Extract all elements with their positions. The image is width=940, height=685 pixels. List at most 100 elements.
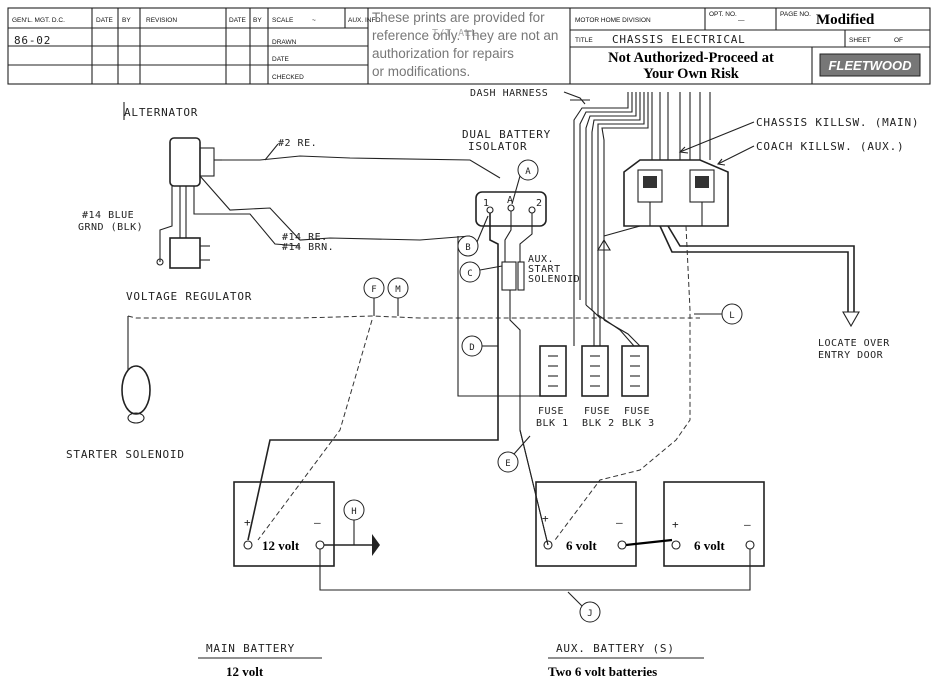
fuse-blk-3-label-2: BLK 3 xyxy=(622,418,655,429)
wire-2-re-label: #2 RE. xyxy=(278,138,317,149)
isolator-label-1: DUAL BATTERY xyxy=(462,128,551,141)
svg-text:C: C xyxy=(467,269,472,279)
callout-j: J xyxy=(567,591,601,623)
dash-harness-bundle xyxy=(573,92,711,320)
alternator xyxy=(169,137,222,187)
voltage-regulator-label: VOLTAGE REGULATOR xyxy=(126,290,252,303)
main-battery-minus: – xyxy=(314,516,321,529)
svg-text:H: H xyxy=(351,507,356,517)
callout-e: E xyxy=(497,435,531,473)
svg-text:B: B xyxy=(465,243,470,253)
of-label: OF xyxy=(894,37,903,44)
date-handwritten: 86-02 xyxy=(14,34,51,47)
starter-solenoid-label: STARTER SOLENOID xyxy=(66,448,185,461)
date-label: DATE xyxy=(272,56,290,63)
aux-start-label-2: START xyxy=(528,264,561,275)
wire-14-brn-label: #14 BRN. xyxy=(282,242,334,253)
scale-label: SCALE xyxy=(272,17,294,24)
coach-kill-label: COACH KILLSW. (AUX.) xyxy=(756,140,904,153)
fuse-block-2 xyxy=(581,345,609,397)
wire-grnd-label: GRND (BLK) xyxy=(78,222,143,233)
main-battery-volt: 12 volt xyxy=(262,538,300,553)
main-battery-label: MAIN BATTERY xyxy=(206,642,295,655)
isolator-terminal-a: A xyxy=(507,195,514,206)
date-col-label: DATE xyxy=(96,17,114,24)
svg-text:L: L xyxy=(729,311,734,321)
starter-solenoid xyxy=(121,365,151,424)
scale-value: ~ xyxy=(312,17,316,24)
fuse-blk-1-label-2: BLK 1 xyxy=(536,418,569,429)
fuse-blk-2-label-1: FUSE xyxy=(584,406,610,417)
title-block: GEN'L. MGT. D.C. 86-02 DATE BY REVISION … xyxy=(7,7,931,85)
gen-mgr-label: GEN'L. MGT. D.C. xyxy=(12,17,65,24)
title-value: CHASSIS ELECTRICAL xyxy=(612,33,746,46)
kill-switch-block xyxy=(623,159,729,227)
checked-label: CHECKED xyxy=(272,74,304,81)
dash-harness-label: DASH HARNESS xyxy=(470,88,548,99)
aux-battery-2-minus: – xyxy=(744,518,751,531)
wire-14-re-label: #14 RE. xyxy=(282,232,328,243)
title-label: TITLE xyxy=(575,37,593,44)
aux-battery-label: AUX. BATTERY (S) xyxy=(556,642,675,655)
division-label: MOTOR HOME DIVISION xyxy=(575,17,651,24)
date-col-label-2: DATE xyxy=(229,17,247,24)
aux-battery-link xyxy=(625,538,673,547)
aux-start-solenoid xyxy=(501,261,525,291)
fuse-blk-1-label-1: FUSE xyxy=(538,406,564,417)
aux-battery-2-plus: + xyxy=(672,518,679,531)
fuse-blk-2-label-2: BLK 2 xyxy=(582,418,615,429)
voltage-regulator xyxy=(156,237,210,269)
disclaimer-text: These prints are provided for reference … xyxy=(372,10,562,79)
aux-battery-2-volt: 6 volt xyxy=(694,538,725,553)
aux-start-label-1: AUX. xyxy=(528,254,554,265)
sheet-label: SHEET xyxy=(849,37,871,44)
chassis-kill-label: CHASSIS KILLSW. (MAIN) xyxy=(756,116,919,129)
brand-logo: FLEETWOOD xyxy=(828,58,912,73)
callout-b: B xyxy=(457,215,489,257)
svg-text:A: A xyxy=(525,167,531,177)
aux-battery-1-plus: + xyxy=(542,512,549,525)
isolator-terminal-1: 1 xyxy=(483,198,490,209)
modified-label: Modified xyxy=(816,12,875,28)
svg-text:J: J xyxy=(587,609,592,619)
brand-logo-box xyxy=(819,53,921,77)
fuse-block-1 xyxy=(539,345,567,397)
page-no-label: PAGE NO. xyxy=(780,11,811,18)
wire-14-blue-label: #14 BLUE xyxy=(82,210,134,221)
callout-h: H xyxy=(343,499,365,545)
aux-info-label: AUX. INFO xyxy=(348,17,381,24)
aux-battery-desc-label: Two 6 volt batteries xyxy=(548,664,657,679)
by-col-label: BY xyxy=(122,17,131,24)
main-battery-volt-label: 12 volt xyxy=(226,664,264,679)
drawn-label: DRAWN xyxy=(272,39,297,46)
svg-text:D: D xyxy=(469,343,474,353)
entry-door-cable xyxy=(597,225,860,328)
isolator-terminal-2: 2 xyxy=(536,198,543,209)
alternator-label: ALTERNATOR xyxy=(124,106,198,119)
revision-col-label: REVISION xyxy=(146,17,177,24)
svg-text:E: E xyxy=(505,459,510,469)
callout-a: A xyxy=(511,159,539,205)
fuse-block-3 xyxy=(621,345,649,397)
callout-f: F xyxy=(363,277,385,316)
opt-no-value: — xyxy=(738,17,745,24)
ground-symbol xyxy=(372,534,380,556)
aux-battery-1 xyxy=(535,481,637,567)
warning-line-1: Not Authorized-Proceed at xyxy=(608,50,774,66)
callout-m: M xyxy=(387,277,409,316)
fuse-blk-3-label-1: FUSE xyxy=(624,406,650,417)
aux-battery-1-volt: 6 volt xyxy=(566,538,597,553)
opt-no-label: OPT. NO. xyxy=(709,11,737,18)
locate-label-2: ENTRY DOOR xyxy=(818,350,884,361)
warning-line-2: Your Own Risk xyxy=(643,66,740,82)
callout-l: L xyxy=(694,303,743,325)
svg-text:F: F xyxy=(371,285,376,295)
main-battery-plus: + xyxy=(244,516,251,529)
locate-label-1: LOCATE OVER xyxy=(818,338,890,349)
callout-d: D xyxy=(461,335,498,357)
aux-info-value: T/T ALL xyxy=(432,28,478,39)
svg-text:M: M xyxy=(395,285,401,295)
isolator-label-2: ISOLATOR xyxy=(468,140,527,153)
aux-battery-1-minus: – xyxy=(616,516,623,529)
